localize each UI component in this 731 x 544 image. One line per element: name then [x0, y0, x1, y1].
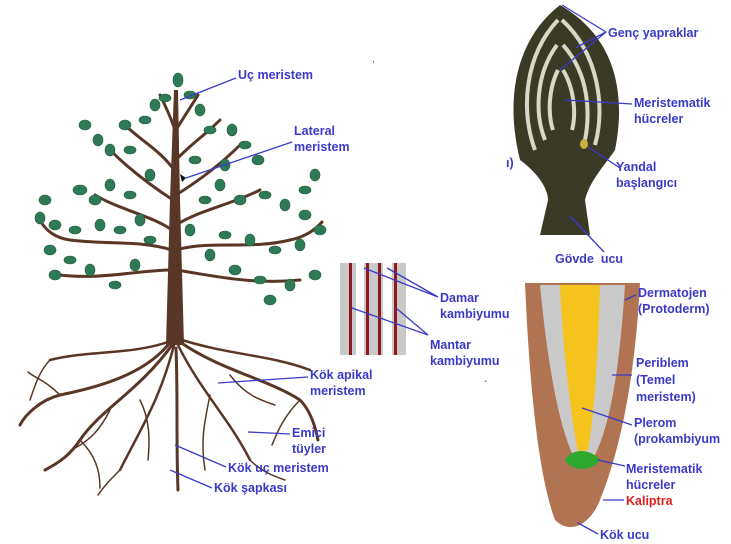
label-uc-meristem: Uç meristem: [238, 68, 313, 83]
label-kok-sapkasi: Kök şapkası: [214, 481, 287, 496]
label-periblem-line2: (Temel: [636, 373, 675, 388]
label-kok-apikal-line2: meristem: [310, 384, 366, 399]
label-damar-line2: kambiyumu: [440, 307, 509, 322]
label-yandal-line2: başlangıcı: [616, 176, 677, 191]
label-periblem-line3: meristem): [636, 390, 696, 405]
label-plerom-line1: Plerom: [634, 416, 676, 431]
label-govde-ucu: Gövde ucu: [555, 252, 623, 267]
label-genc-yapraklar: Genç yapraklar: [608, 26, 698, 41]
label-meristematik-bot-line1: Meristematik: [626, 462, 702, 477]
label-dermatojen-line1: Dermatojen: [638, 286, 707, 301]
label-emici-line1: Emici: [292, 426, 325, 441]
root-tip-illustration: [525, 283, 640, 527]
label-kok-ucu: Kök ucu: [600, 528, 649, 543]
svg-text:-: -: [484, 376, 487, 387]
label-kok-uc-meristem: Kök uç meristem: [228, 461, 329, 476]
label-dermatojen-line2: (Protoderm): [638, 302, 710, 317]
label-damar-line1: Damar: [440, 291, 479, 306]
label-plerom-line2: (prokambiyum: [634, 432, 731, 447]
label-lateral-line1: Lateral: [294, 124, 335, 139]
label-meristematik-bot-line2: hücreler: [626, 478, 675, 493]
label-meristematik-top-line2: hücreler: [634, 112, 683, 127]
label-mantar-line2: kambiyumu: [430, 354, 499, 369]
label-kok-apikal-line1: Kök apikal: [310, 368, 373, 383]
label-meristematik-top-line1: Meristematik: [634, 96, 710, 111]
svg-text:,: ,: [372, 54, 375, 65]
cambium-strip: [340, 263, 406, 355]
label-kaliptra: Kaliptra: [626, 494, 673, 509]
label-lateral-line2: meristem: [294, 140, 350, 155]
shoot-tip-illustration: [513, 5, 619, 235]
label-mantar-line1: Mantar: [430, 338, 471, 353]
label-yandal-line1: Yandal: [616, 160, 656, 175]
label-periblem-line1: Periblem: [636, 356, 689, 371]
label-bracket-mark: ı): [506, 156, 514, 171]
tree-illustration: [20, 73, 326, 495]
label-emici-line2: tüyler: [292, 442, 326, 457]
